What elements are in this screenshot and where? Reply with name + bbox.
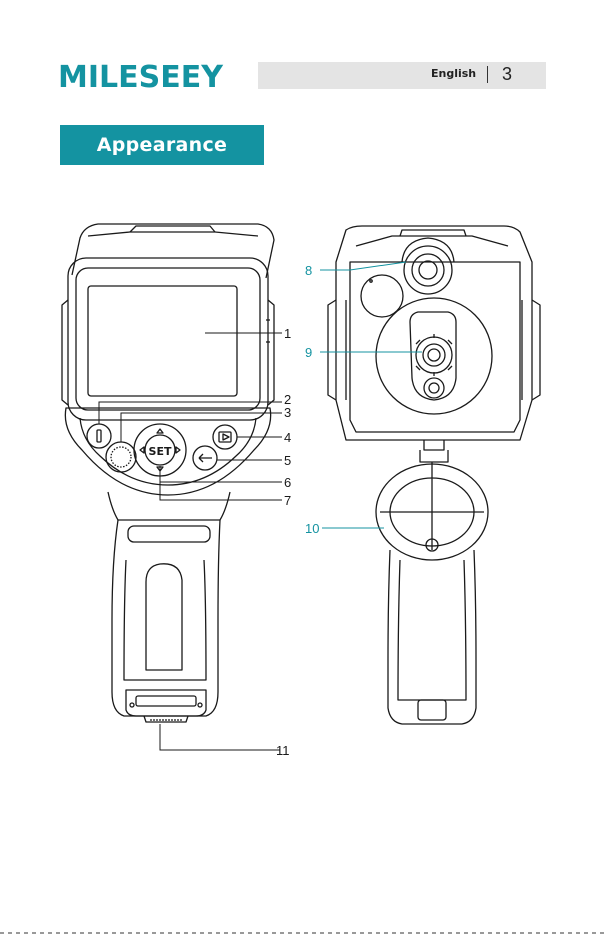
callout-9: 9: [305, 345, 312, 360]
front-view: [62, 224, 274, 722]
callout-3: 3: [284, 405, 291, 420]
callout-7: 7: [284, 493, 291, 508]
callout-11: 11: [276, 743, 290, 758]
callout-5: 5: [284, 453, 291, 468]
footer-dashed-line: [0, 932, 606, 934]
back-view: [328, 226, 540, 724]
callout-6: 6: [284, 475, 291, 490]
callout-10: 10: [305, 521, 319, 536]
callout-1: 1: [284, 326, 291, 341]
callout-8: 8: [305, 263, 312, 278]
callout-4: 4: [284, 430, 291, 445]
set-button-label: SET: [149, 445, 172, 458]
